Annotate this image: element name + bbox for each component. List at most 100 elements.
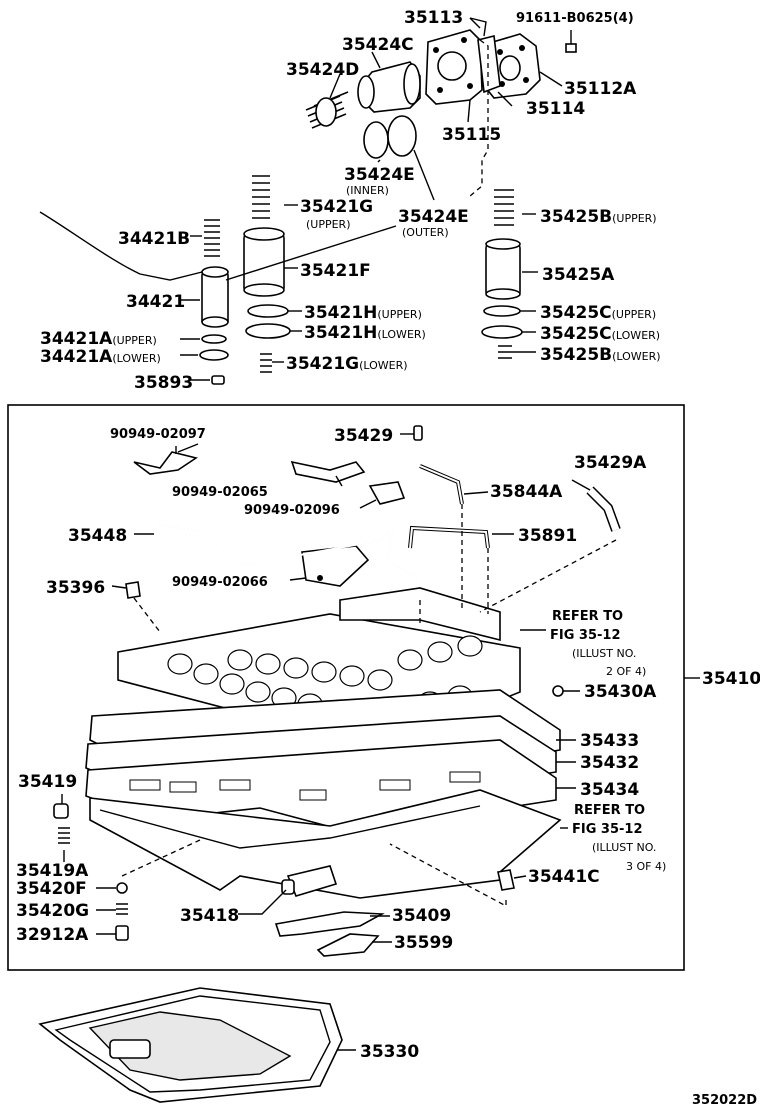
part-35421G-lower-spring: [260, 353, 272, 373]
part-35448-pipe: [155, 522, 421, 600]
label-35420F: 35420F: [16, 879, 87, 899]
label-35409: 35409: [392, 906, 451, 926]
part-35419-plug: [53, 803, 69, 819]
label-34421A-upper: 34421A(UPPER): [40, 329, 157, 349]
label-35421G-lower: 35421G(LOWER): [286, 354, 408, 374]
label-91611-B0625: 91611-B0625(4): [516, 11, 634, 26]
part-35425C-upper-ring: [483, 305, 521, 317]
part-35113-plate: [425, 29, 483, 105]
part-35421F-piston: [243, 227, 285, 297]
label-35419: 35419: [18, 772, 77, 792]
label-35410: 35410: [702, 669, 760, 689]
label-35425B-upper: 35425B(UPPER): [540, 207, 657, 227]
part-35425B-lower-spring: [498, 345, 512, 359]
label-35441C: 35441C: [528, 867, 600, 887]
figure-id: 352022D: [692, 1093, 757, 1108]
label-35115: 35115: [442, 125, 501, 145]
part-35424E-outer-ring: [387, 115, 417, 157]
part-35419A-spring: [58, 827, 70, 844]
part-35424D-spring: [305, 91, 349, 129]
label-refer-1-d: 2 OF 4): [606, 665, 646, 678]
label-34421B: 34421B: [118, 229, 190, 249]
part-35421H-upper-ring: [247, 304, 289, 318]
label-90949-02096: 90949-02096: [244, 503, 340, 518]
label-32912A: 32912A: [16, 925, 89, 945]
part-90949-02096-bracket: [368, 481, 406, 505]
part-34421-piston: [201, 266, 229, 328]
part-35114-gasket: [477, 35, 501, 94]
label-35844A: 35844A: [490, 482, 563, 502]
leader-lines-box: [61, 433, 617, 1051]
part-32912A-plug: [115, 925, 129, 941]
label-35420G: 35420G: [16, 901, 89, 921]
label-refer-2-a: REFER TO: [574, 803, 645, 818]
label-refer-1-b: FIG 35-12: [550, 628, 621, 643]
label-35424E-inner: 35424E: [344, 165, 415, 185]
part-35893-nut: [211, 375, 225, 385]
label-35433: 35433: [580, 731, 639, 751]
label-35429: 35429: [334, 426, 393, 446]
label-35114: 35114: [526, 99, 585, 119]
label-upper-g: (UPPER): [306, 218, 351, 231]
part-34421A-upper-ring: [201, 334, 227, 344]
label-35430A: 35430A: [584, 682, 657, 702]
label-35424E-outer: 35424E: [398, 207, 469, 227]
part-35844A-pipe: [419, 464, 464, 505]
part-34421A-lower-ring: [199, 349, 229, 361]
part-90949-02065-bracket: [290, 460, 366, 483]
label-refer-2-b: FIG 35-12: [572, 822, 643, 837]
part-90949-02097-bracket: [133, 446, 198, 475]
part-35441C-plug: [497, 869, 515, 891]
label-35891: 35891: [518, 526, 577, 546]
label-35448: 35448: [68, 526, 127, 546]
label-35434: 35434: [580, 780, 639, 800]
part-35430A-ball: [552, 685, 564, 697]
label-35421G-upper: 35421G: [300, 197, 373, 217]
label-35421F: 35421F: [300, 261, 371, 281]
label-35425B-lower: 35425B(LOWER): [540, 345, 661, 365]
part-35599-bracket: [316, 933, 380, 957]
part-34421B-spring: [204, 219, 220, 257]
label-35429A: 35429A: [574, 453, 647, 473]
part-35424C-piston: [357, 61, 421, 113]
part-35330-oil-pan: [38, 987, 343, 1103]
part-35425B-upper-spring: [494, 189, 514, 226]
label-35418: 35418: [180, 906, 239, 926]
label-35421H-upper: 35421H(UPPER): [304, 303, 422, 323]
label-refer-2-c: (ILLUST NO.: [592, 841, 656, 854]
label-35425C-upper: 35425C(UPPER): [540, 303, 656, 323]
label-35396: 35396: [46, 578, 105, 598]
label-35424D: 35424D: [286, 60, 359, 80]
label-35425A: 35425A: [542, 265, 615, 285]
part-35429A-tube: [586, 486, 621, 532]
label-refer-1-c: (ILLUST NO.: [572, 647, 636, 660]
label-35330: 35330: [360, 1042, 419, 1062]
labels: 35113 91611-B0625(4) 35424C 35424D 35112…: [16, 8, 760, 1108]
label-35425C-lower: 35425C(LOWER): [540, 324, 660, 344]
label-35112A: 35112A: [564, 79, 637, 99]
part-35425C-lower-ring: [481, 325, 523, 339]
part-35420G-spring: [116, 903, 128, 915]
label-35893: 35893: [134, 373, 193, 393]
part-35421H-lower-ring: [245, 323, 291, 339]
part-35396-plug: [125, 581, 141, 599]
part-35421G-upper-spring: [252, 175, 270, 219]
part-35424E-inner-ring: [363, 121, 389, 159]
label-90949-02065: 90949-02065: [172, 485, 268, 500]
part-91611-bolt: [565, 30, 577, 53]
valve-body-assembly-frame: [7, 404, 685, 971]
label-35421H-lower: 35421H(LOWER): [304, 323, 426, 343]
leader-lines-top: [39, 17, 563, 381]
label-35424C: 35424C: [342, 35, 414, 55]
part-35420F-ball: [116, 882, 128, 894]
label-35419A: 35419A: [16, 861, 89, 881]
label-refer-2-d: 3 OF 4): [626, 860, 666, 873]
label-refer-1-a: REFER TO: [552, 609, 623, 624]
part-35429-pin: [413, 425, 423, 441]
part-35425A-piston: [485, 238, 521, 300]
part-35409-bracket: [274, 911, 385, 937]
part-35891-pipe: [408, 525, 490, 549]
label-34421A-lower: 34421A(LOWER): [40, 347, 161, 367]
label-90949-02097: 90949-02097: [110, 427, 206, 442]
